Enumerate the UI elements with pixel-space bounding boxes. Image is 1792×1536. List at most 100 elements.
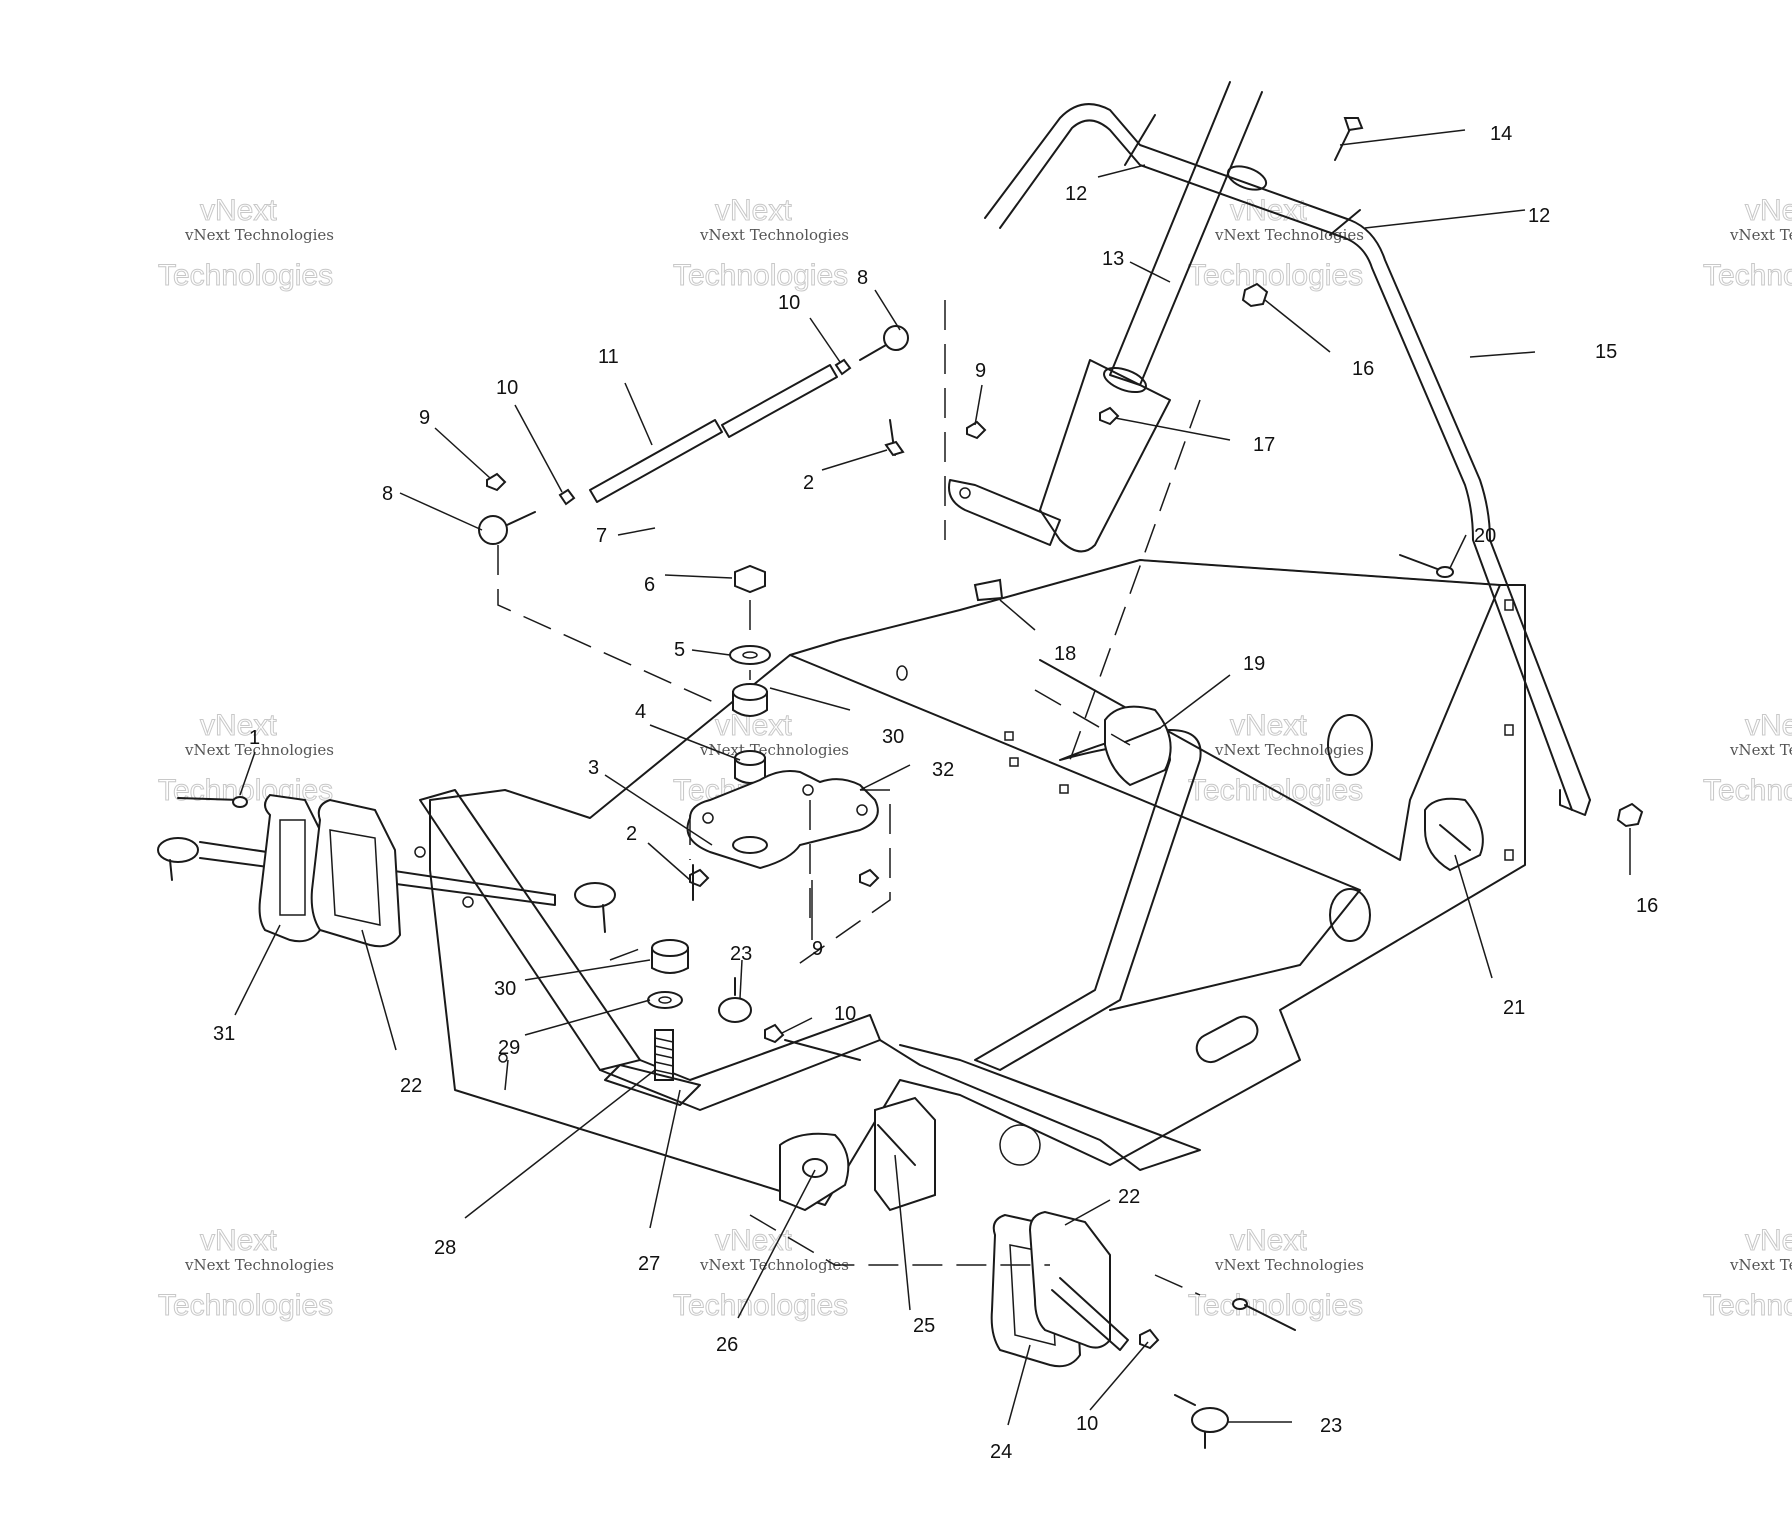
leader-25	[894, 1154, 911, 1311]
mount-26-grommet	[802, 1158, 828, 1178]
bolt-2-head	[884, 440, 905, 457]
callout-15: 15	[1595, 341, 1617, 363]
callout-4: 4	[635, 701, 646, 723]
handlebar-end	[1559, 789, 1591, 816]
dash-line	[789, 789, 891, 971]
callout-22: 22	[1118, 1186, 1140, 1208]
leader-15	[1469, 351, 1536, 358]
watermark: vNext vNext Technologies Technologies	[673, 1224, 850, 1323]
callout-21: 21	[1503, 997, 1525, 1019]
watermark-logo: vNext	[1745, 1224, 1792, 1257]
watermark-line2: Technologies	[158, 259, 333, 292]
leader-13	[1129, 261, 1171, 283]
center-link	[784, 1039, 861, 1061]
plate-27	[604, 1064, 701, 1106]
nut-10-right	[1139, 1328, 1160, 1350]
watermark: vNext vNext Technologies Technologies	[673, 194, 850, 293]
ball-joint-23	[718, 997, 752, 1023]
watermark-group: vNext vNext Technologies Technologies vN…	[158, 194, 1792, 1323]
callout-8: 8	[857, 267, 868, 289]
watermark-line1: vNext Technologies	[1214, 741, 1364, 759]
spindle-stack	[686, 564, 879, 870]
callout-9: 9	[419, 407, 430, 429]
leader-21	[1454, 854, 1493, 979]
watermark-line1: vNext Technologies	[184, 1256, 334, 1274]
arm-hole	[702, 812, 714, 824]
leader-10-center	[781, 1017, 813, 1034]
callout-18: 18	[1054, 643, 1076, 665]
pin-20-head	[1436, 566, 1454, 578]
watermark: vNext vNext Technologies Technologies	[158, 194, 335, 293]
left-tie-rod-assembly	[157, 793, 616, 948]
curved-runner	[974, 729, 1202, 1071]
lower-stack	[498, 864, 880, 1106]
leader-6	[664, 574, 733, 579]
watermark-line1: vNext Technologies	[699, 741, 849, 759]
left-rod-end-stud	[169, 859, 173, 881]
leader-10-left	[514, 404, 563, 493]
leader-30-lower	[524, 959, 651, 981]
leader-19	[1159, 674, 1231, 729]
watermark: vNext vNext Technologies Technologies	[1703, 194, 1792, 293]
right-rod	[1051, 1277, 1129, 1351]
lower-rail	[599, 1014, 881, 1111]
grommet-19	[1104, 705, 1172, 787]
callout-25: 25	[913, 1315, 935, 1337]
rod-end-23	[1191, 1407, 1229, 1433]
chassis-side-hole	[1504, 724, 1514, 736]
bolt-14-head	[1343, 117, 1364, 132]
rail-hole	[462, 896, 474, 908]
pin-20	[1399, 554, 1441, 571]
rod-end-23-shank	[1174, 1394, 1196, 1406]
callout-6: 6	[644, 574, 655, 596]
dash-line	[1034, 689, 1131, 746]
watermark-line2: Technologies	[158, 1289, 333, 1322]
washer-5	[729, 645, 771, 665]
gasket-22-right	[1028, 1210, 1111, 1349]
leader-5	[691, 649, 731, 656]
nut-9-left	[486, 472, 507, 492]
chassis-inner-floor	[789, 654, 1361, 1011]
leader-16-upper	[1264, 299, 1331, 353]
watermark: vNext vNext Technologies Technologies	[158, 1224, 335, 1323]
chassis-right-wall	[1039, 584, 1501, 861]
column-bracket-plate	[948, 479, 1061, 546]
dash-line	[497, 545, 721, 706]
tie-rod-11	[478, 325, 987, 545]
leader-7	[617, 527, 656, 536]
leader-4	[649, 724, 741, 761]
leader-8-upper	[874, 289, 901, 331]
leader-2-upper	[821, 449, 888, 471]
chassis-hole-lower	[1329, 888, 1371, 942]
leader-18	[999, 599, 1036, 631]
watermark-logo: vNext	[200, 1224, 277, 1257]
leader-12-left	[1097, 164, 1146, 178]
bolt-17	[1099, 406, 1120, 426]
side-runner	[879, 1039, 1201, 1171]
right-lower-assembly	[990, 1210, 1296, 1449]
arm-hole	[856, 804, 868, 816]
chassis-square-hole	[1009, 757, 1019, 767]
leader-3	[604, 774, 713, 846]
watermark-line2: Technologies	[1188, 259, 1363, 292]
watermark-line1: vNext Technologies	[699, 1256, 849, 1274]
spring-28	[654, 1029, 674, 1081]
callout-2: 2	[803, 472, 814, 494]
callout-7: 7	[596, 525, 607, 547]
callout-31: 31	[213, 1023, 235, 1045]
leader-2-lower	[647, 842, 691, 881]
leader-10-upper	[809, 317, 841, 363]
left-rail	[419, 789, 641, 1071]
callout-11: 11	[598, 346, 619, 368]
watermark-line1: vNext Technologies	[1729, 741, 1792, 759]
callout-16: 16	[1352, 358, 1374, 380]
watermark-logo: vNext	[715, 1224, 792, 1257]
callout-9: 9	[812, 938, 823, 960]
watermark: vNext vNext Technologies Technologies	[1188, 194, 1365, 293]
chassis-square-hole	[1059, 784, 1069, 794]
watermark-line1: vNext Technologies	[1214, 226, 1364, 244]
handlebar-15	[984, 103, 1591, 816]
nut-16-lower	[1616, 802, 1644, 828]
bolt-19	[1124, 727, 1161, 743]
leader-1	[239, 751, 256, 796]
